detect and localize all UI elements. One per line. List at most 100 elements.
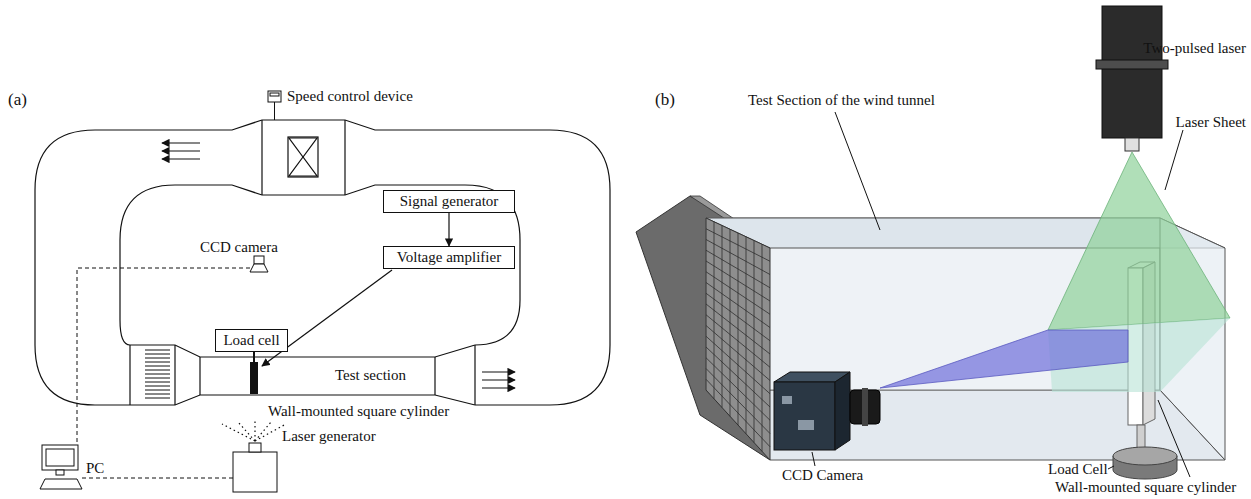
camera-cable — [77, 268, 250, 444]
inner-duct — [120, 185, 520, 345]
honeycomb-cell — [145, 366, 170, 367]
keyboard — [40, 479, 82, 489]
honeycomb-cell — [145, 362, 170, 363]
grid-line — [706, 379, 770, 447]
camera-front — [774, 382, 835, 450]
section-joint — [199, 357, 200, 395]
honeycomb-cell — [145, 354, 170, 355]
camera-port — [782, 396, 792, 404]
fan-joint — [261, 120, 262, 195]
instrument-box: Signal generator — [383, 190, 515, 213]
control-wire — [274, 102, 275, 120]
leader-line — [1108, 466, 1114, 469]
laser-beam — [238, 422, 255, 441]
honeycomb-cell — [145, 358, 170, 359]
inlet-grid — [706, 222, 770, 452]
leader-line — [812, 452, 815, 466]
panel-letter: (a) — [8, 90, 27, 109]
screen — [46, 449, 74, 466]
ccd-camera-icon — [250, 256, 268, 272]
control-box — [268, 91, 281, 102]
pc-icon — [40, 445, 82, 489]
honeycomb-cell — [145, 386, 170, 387]
leader-line — [1165, 130, 1183, 190]
grid-line — [706, 347, 770, 407]
laser-generator-icon — [233, 443, 277, 492]
laser-band — [1096, 60, 1168, 69]
laser-beam-fan — [222, 421, 286, 441]
box-text: Load cell — [222, 332, 281, 349]
pulsed-laser — [1096, 6, 1168, 151]
laser-body — [233, 452, 277, 492]
flow-arrow — [482, 387, 515, 388]
laser-port — [1125, 138, 1139, 151]
fan-blade — [289, 157, 317, 176]
grid-line — [706, 336, 770, 394]
grid-line — [706, 369, 770, 434]
leader-lines — [812, 112, 1190, 477]
component-label: PC — [86, 460, 104, 477]
flow-arrows — [162, 143, 515, 388]
component-label: Load Cell — [1048, 461, 1108, 478]
load-cell-3d — [1113, 447, 1177, 479]
instrument-box: Voltage amplifier — [383, 246, 515, 269]
box-text: Signal generator — [390, 193, 508, 210]
monitor-stand — [56, 470, 64, 475]
fan-blade — [289, 138, 317, 157]
section-joint — [434, 357, 435, 395]
laser-beam — [255, 422, 271, 441]
grid-line — [706, 326, 770, 381]
honeycomb-cell — [145, 350, 170, 351]
inlet-grid-face — [706, 218, 770, 460]
speed-control-device — [268, 91, 281, 120]
laser-beam — [254, 421, 255, 441]
fan-frame — [288, 137, 318, 177]
monitor — [42, 445, 78, 470]
laser-housing — [1102, 6, 1162, 138]
wind-tunnel-loop — [35, 120, 610, 405]
component-label: Laser Sheet — [1176, 114, 1246, 131]
instrument-box: Load cell — [215, 329, 288, 352]
component-label: Speed control device — [287, 88, 413, 105]
camera-lens — [250, 264, 268, 272]
honeycomb-cell — [145, 378, 170, 379]
grid-line — [706, 272, 770, 315]
flow-arrow — [482, 371, 515, 372]
fan-symbol — [288, 137, 318, 177]
cylinder-body — [250, 362, 258, 394]
camera-side — [835, 372, 850, 450]
grid-line — [706, 315, 770, 368]
flow-arrow — [162, 158, 200, 159]
section-joint — [129, 345, 130, 405]
component-label: Wall-mounted square cylinder — [1055, 479, 1236, 496]
component-label: Laser generator — [282, 428, 376, 445]
honeycomb-cell — [145, 390, 170, 391]
laser-sheet — [1048, 152, 1230, 330]
panel-letter: (b) — [655, 90, 675, 109]
laser-beam — [222, 424, 255, 441]
camera-body — [254, 256, 264, 264]
laser-beam — [255, 424, 286, 441]
load-cell-top — [1113, 447, 1177, 465]
section-joint — [474, 345, 475, 405]
honeycomb — [145, 350, 170, 398]
camera-port — [798, 420, 814, 430]
honeycomb-cell — [145, 374, 170, 375]
lens-ring — [862, 388, 868, 426]
signal-arrow — [448, 213, 449, 246]
component-label: CCD Camera — [782, 467, 863, 484]
ccd-camera-3d — [774, 372, 880, 450]
flow-arrow — [162, 150, 200, 151]
square-cylinder — [250, 350, 258, 394]
grid-line — [706, 250, 770, 288]
flow-arrow — [482, 379, 515, 380]
region-label: Test section — [335, 367, 406, 384]
box-text: Voltage amplifier — [390, 249, 508, 266]
signal-cables — [77, 268, 250, 478]
outer-duct — [35, 120, 610, 405]
grid-line — [706, 304, 770, 354]
leader-line — [1158, 400, 1190, 477]
test-section-top — [130, 345, 475, 357]
